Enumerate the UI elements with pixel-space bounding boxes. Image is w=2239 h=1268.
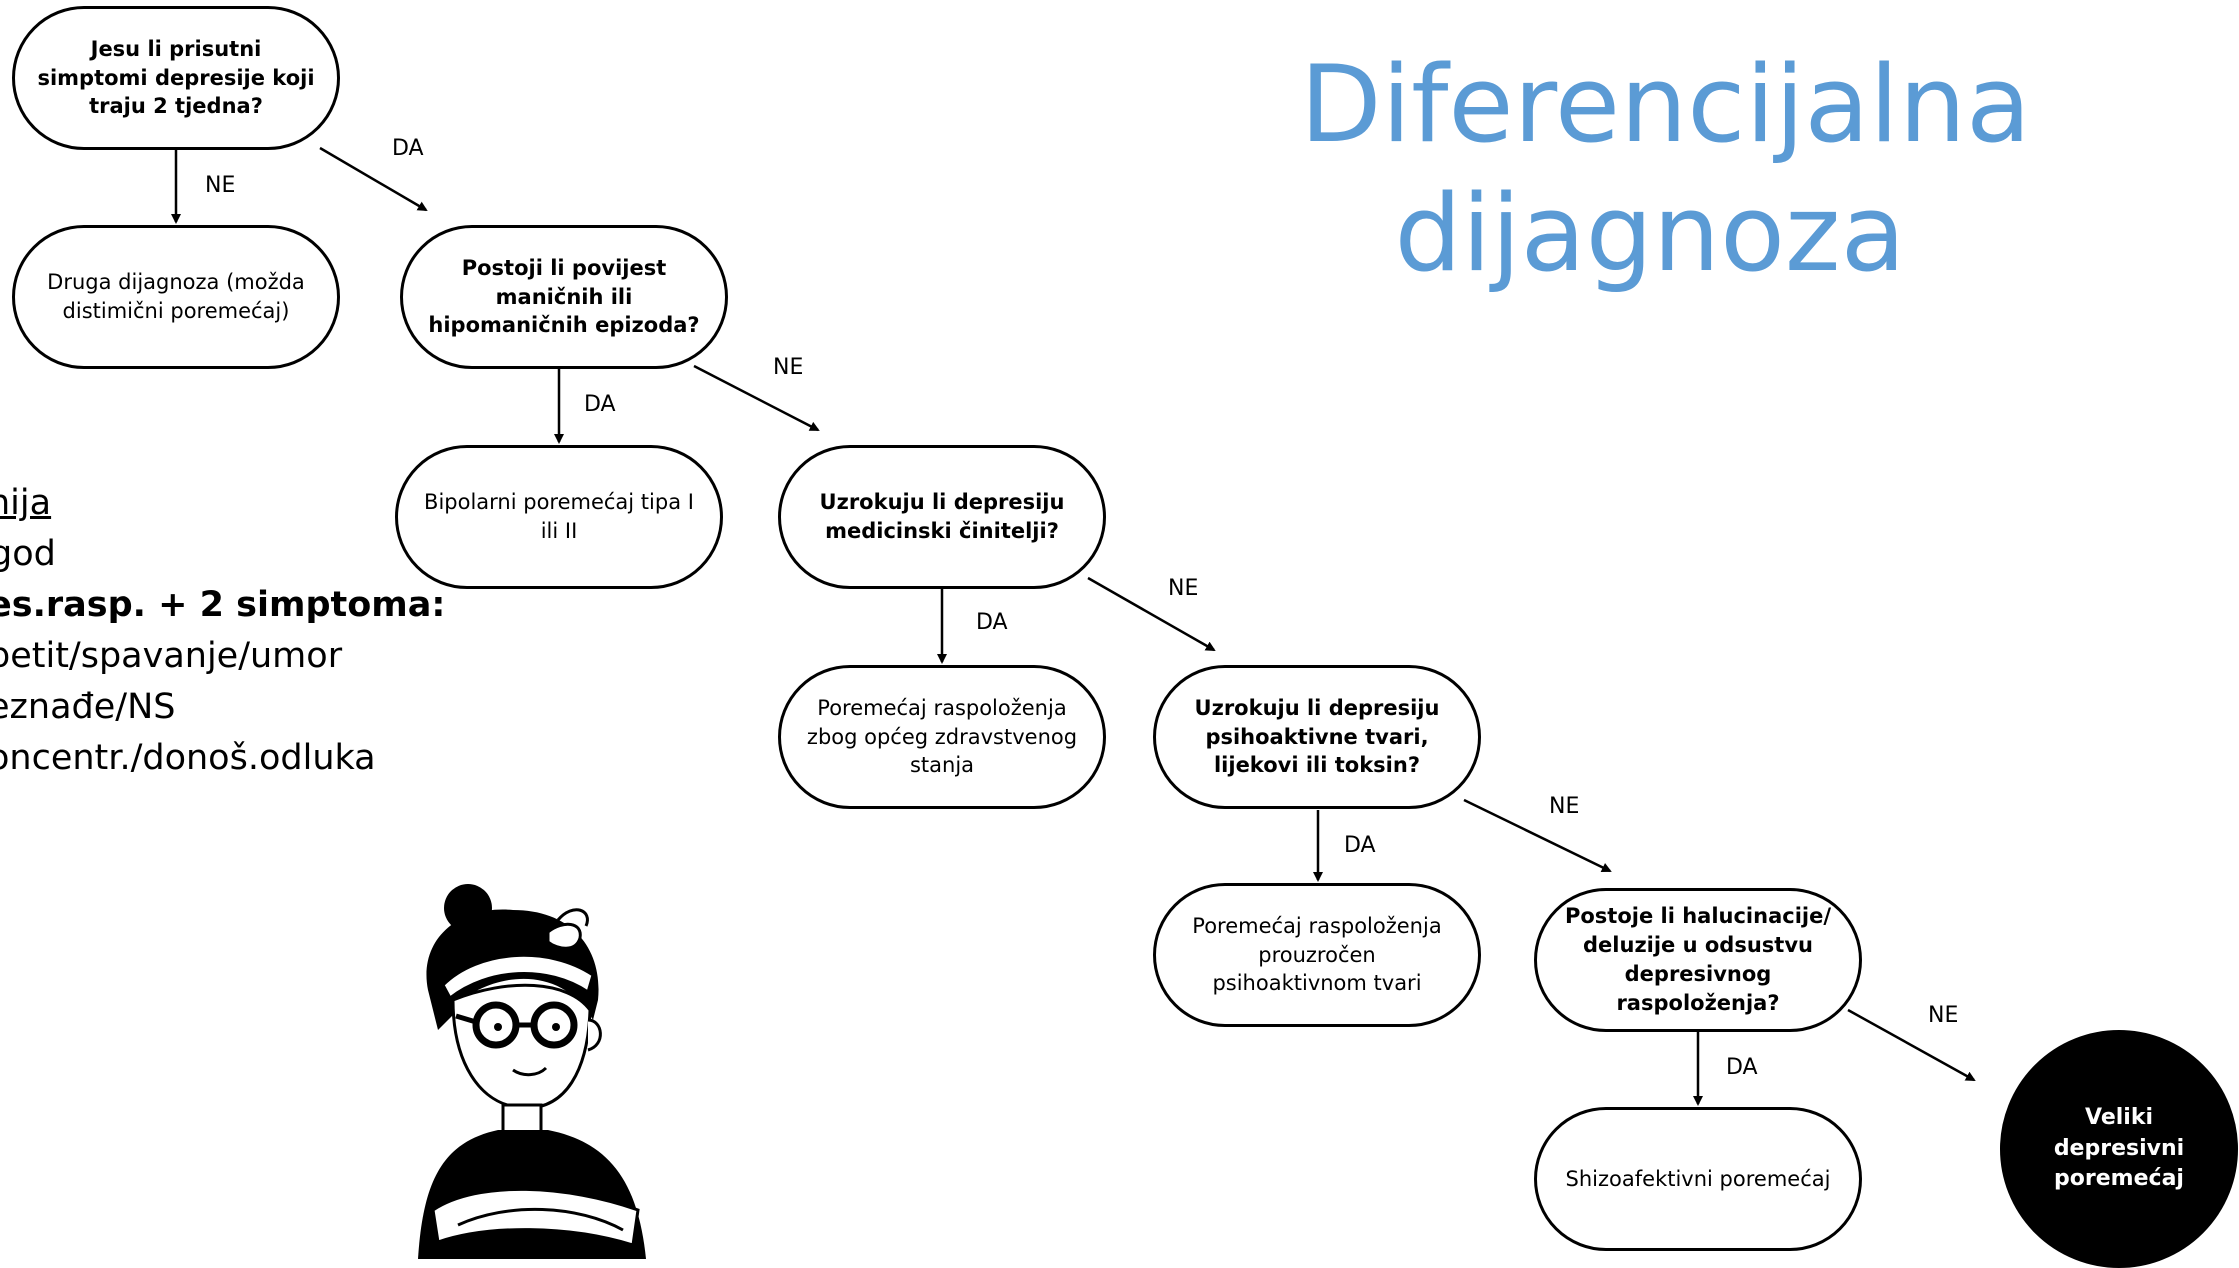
edge-label-no: NE: [205, 173, 236, 198]
question-node-5: Postoje li halucinacije/ deluzije u odsu…: [1534, 888, 1862, 1032]
result-node-3: Poremećaj raspoloženja zbog općeg zdravs…: [778, 665, 1106, 809]
final-diagnosis-node: Veliki depresivni poremećaj: [2000, 1030, 2238, 1268]
result-node-2: Bipolarni poremećaj tipa I ili II: [395, 445, 723, 589]
question-node-4: Uzrokuju li depresiju psihoaktivne tvari…: [1153, 665, 1481, 809]
edge-label-yes: DA: [1344, 833, 1376, 858]
person-illustration-icon: [418, 884, 646, 1259]
question-node-2: Postoji li povijest maničnih ili hipoman…: [400, 225, 728, 369]
side-note-line: god: [0, 534, 56, 574]
side-note-line: es.rasp. + 2 simptoma:: [0, 585, 446, 625]
result-node-1: Druga dijagnoza (možda distimični poreme…: [12, 225, 340, 369]
side-note-line: eznađe/NS: [0, 687, 176, 727]
edge-label-no: NE: [773, 355, 804, 380]
result-node-5: Shizoafektivni poremećaj: [1534, 1107, 1862, 1251]
question-node-1: Jesu li prisutni simptomi depresije koji…: [12, 6, 340, 150]
arrow-q3-q4: [1087, 576, 1216, 652]
edge-label-yes: DA: [976, 610, 1008, 635]
question-node-3: Uzrokuju li depresiju medicinski činitel…: [778, 445, 1106, 589]
arrow-q5-final: [1847, 1008, 1976, 1082]
side-notes: nija god es.rasp. + 2 simptoma: petit/sp…: [0, 478, 445, 784]
arrow-q2-q3: [693, 364, 820, 432]
edge-label-yes: DA: [584, 392, 616, 417]
arrow-q4-q5: [1463, 798, 1612, 873]
result-node-4: Poremećaj raspoloženja prouzročen psihoa…: [1153, 883, 1481, 1027]
side-note-line: nija: [0, 483, 52, 523]
arrow-q1-q2: [319, 146, 428, 212]
edge-label-no: NE: [1549, 794, 1580, 819]
edge-label-yes: DA: [1726, 1055, 1758, 1080]
edge-label-yes: DA: [392, 136, 424, 161]
side-note-line: oncentr./donoš.odluka: [0, 738, 376, 778]
page-title: Diferencijalna dijagnoza: [1300, 43, 2031, 296]
edge-label-no: NE: [1168, 576, 1199, 601]
edge-label-no: NE: [1928, 1003, 1959, 1028]
side-note-line: petit/spavanje/umor: [0, 636, 343, 676]
